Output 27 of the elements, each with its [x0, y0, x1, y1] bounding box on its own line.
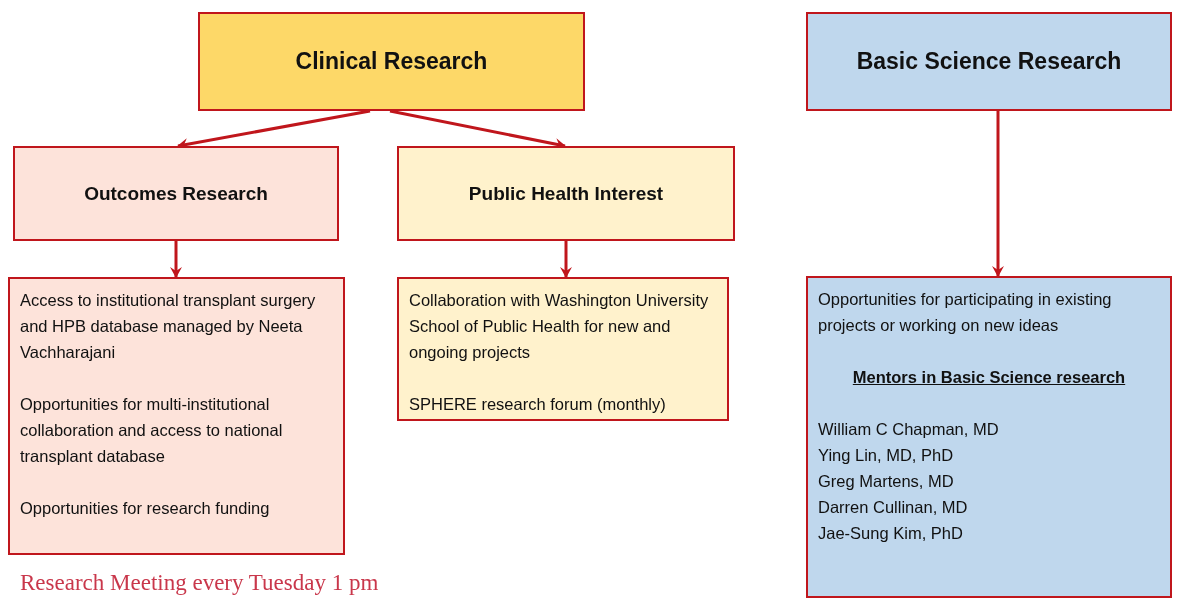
meeting-note: Research Meeting every Tuesday 1 pm	[20, 570, 379, 596]
section-heading: Mentors in Basic Science research	[851, 367, 1127, 388]
mentor-name: Jae-Sung Kim, PhD	[818, 523, 964, 544]
description-text: Opportunities for participating in existing projects or working on new ideas	[818, 289, 1113, 336]
category-box	[198, 12, 585, 111]
arrow	[170, 241, 182, 278]
description-text: SPHERE research forum (monthly)	[409, 394, 667, 415]
description-text: Opportunities for multi-institutional collaboration and access to national transplant database	[20, 394, 284, 467]
description-text: Access to institutional transplant surgery and HPB database managed by Neeta Vachharajani	[20, 290, 317, 363]
info-box	[8, 277, 345, 555]
category-box	[397, 146, 735, 241]
mentor-name: William C Chapman, MD	[818, 419, 1000, 440]
description-text: Collaboration with Washington University School of Public Health for new and ongoing projects	[409, 290, 710, 363]
box-title: Outcomes Research	[84, 182, 268, 205]
info-box	[397, 277, 729, 421]
description-text: Opportunities for research funding	[20, 498, 271, 519]
category-box	[806, 12, 1172, 111]
arrow	[560, 241, 572, 278]
box-title: Public Health Interest	[468, 182, 664, 205]
category-box	[13, 146, 339, 241]
mentor-name: Greg Martens, MD	[818, 471, 955, 492]
info-box	[806, 276, 1172, 598]
arrow	[992, 111, 1004, 277]
mentor-name: Darren Cullinan, MD	[818, 497, 969, 518]
box-title: Basic Science Research	[856, 48, 1122, 75]
mentor-name: Ying Lin, MD, PhD	[818, 445, 955, 466]
box-title: Clinical Research	[295, 48, 488, 75]
